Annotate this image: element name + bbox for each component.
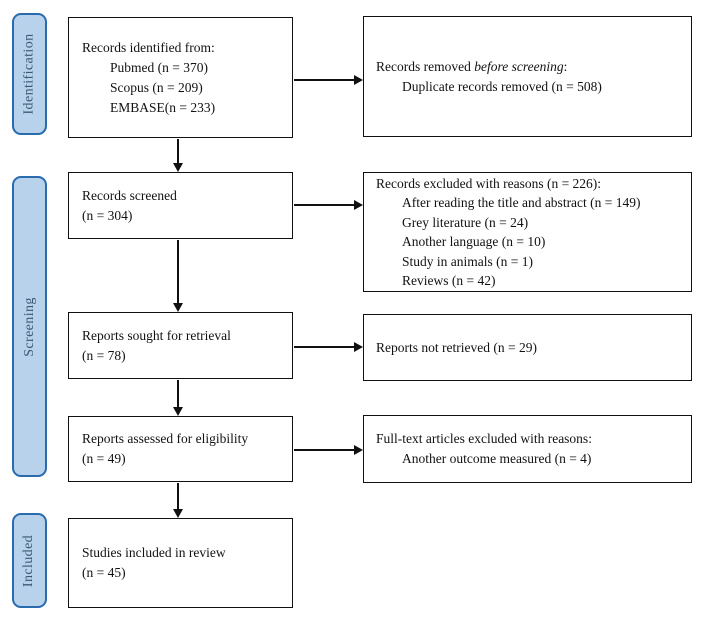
box-records-identified: Records identified from: Pubmed (n = 370… [68, 17, 293, 138]
arrow-head-right-icon [354, 342, 363, 352]
box-reports-not-retrieved: Reports not retrieved (n = 29) [363, 314, 692, 381]
records-excluded-grey-literature: Grey literature (n = 24) [402, 214, 529, 230]
arrow-shaft [177, 240, 179, 303]
reports-not-retrieved-label: Reports not retrieved (n = 29) [376, 339, 537, 355]
reports-sought-label: Reports sought for retrieval [82, 327, 231, 343]
reports-sought-count: (n = 78) [82, 347, 126, 363]
arrow-head-down-icon [173, 509, 183, 518]
stage-screening: Screening [12, 176, 47, 477]
box-studies-included: Studies included in review (n = 45) [68, 518, 293, 608]
records-excluded-another-language: Another language (n = 10) [402, 234, 546, 249]
stage-identification-label: Identification [21, 33, 37, 115]
arrow-shaft [177, 483, 179, 509]
arrow-down-screened-to-sought [172, 240, 184, 312]
arrow-shaft [294, 204, 354, 206]
arrow-right-screened-to-excluded [294, 199, 363, 211]
arrow-down-identified-to-screened [172, 139, 184, 172]
stage-included-label: Included [21, 534, 37, 587]
stage-included: Included [12, 513, 47, 608]
arrow-head-down-icon [173, 407, 183, 416]
records-identified-pubmed: Pubmed (n = 370) [110, 59, 208, 75]
arrow-head-right-icon [354, 75, 363, 85]
reports-assessed-label: Reports assessed for eligibility [82, 431, 249, 446]
arrow-right-identified-to-removed [294, 74, 363, 86]
records-excluded-title-abstract: After reading the title and abstract (n … [402, 195, 641, 210]
records-identified-embase: EMBASE(n = 233) [110, 99, 216, 115]
studies-included-count: (n = 45) [82, 565, 126, 580]
records-screened-count: (n = 304) [82, 207, 133, 223]
records-identified-title: Records identified from: [82, 39, 215, 55]
arrow-down-assessed-to-included [172, 483, 184, 518]
arrow-shaft [294, 79, 354, 81]
stage-identification: Identification [12, 13, 47, 135]
records-removed-title: Records removed before screening: [376, 58, 568, 74]
box-records-removed: Records removed before screening: Duplic… [363, 16, 692, 137]
records-removed-duplicates: Duplicate records removed (n = 508) [402, 78, 602, 94]
records-excluded-title: Records excluded with reasons (n = 226): [376, 175, 602, 191]
stage-screening-label: Screening [21, 296, 37, 357]
arrow-shaft [177, 380, 179, 407]
fulltext-excluded-outcome: Another outcome measured (n = 4) [402, 451, 592, 466]
arrow-down-sought-to-assessed [172, 380, 184, 416]
box-reports-sought: Reports sought for retrieval (n = 78) [68, 312, 293, 379]
records-screened-label: Records screened [82, 187, 177, 203]
arrow-head-right-icon [354, 445, 363, 455]
box-records-screened: Records screened (n = 304) [68, 172, 293, 239]
box-reports-assessed: Reports assessed for eligibility (n = 49… [68, 416, 293, 482]
records-excluded-reviews: Reviews (n = 42) [402, 273, 496, 288]
records-excluded-animal-study: Study in animals (n = 1) [402, 253, 533, 269]
box-fulltext-excluded: Full-text articles excluded with reasons… [363, 415, 692, 483]
studies-included-label: Studies included in review [82, 545, 226, 560]
fulltext-excluded-title: Full-text articles excluded with reasons… [376, 431, 592, 446]
box-records-excluded: Records excluded with reasons (n = 226):… [363, 172, 692, 292]
reports-assessed-count: (n = 49) [82, 451, 126, 466]
arrow-head-right-icon [354, 200, 363, 210]
arrow-right-assessed-to-fulltext-excluded [294, 444, 363, 456]
arrow-head-down-icon [173, 163, 183, 172]
arrow-right-sought-to-not-retrieved [294, 341, 363, 353]
arrow-head-down-icon [173, 303, 183, 312]
arrow-shaft [294, 346, 354, 348]
records-identified-scopus: Scopus (n = 209) [110, 79, 203, 95]
arrow-shaft [294, 449, 354, 451]
arrow-shaft [177, 139, 179, 163]
